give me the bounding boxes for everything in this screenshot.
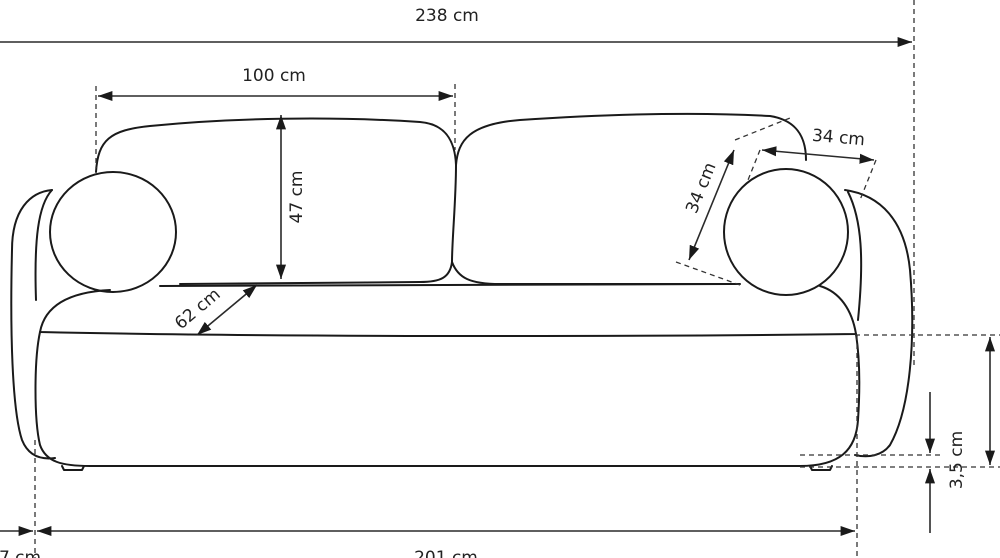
base-width-label: 201 cm [414,548,478,558]
dimension-lines [0,36,996,537]
right-armrest [844,189,914,458]
pillow-width-line [761,146,875,164]
seat-depth-label: 62 cm [171,284,224,333]
back-cushion-right [451,112,807,285]
left-armrest-inner [34,189,53,301]
seat-depth-line [196,284,258,336]
arm-offset-label: 7 cm [0,548,41,558]
right-pillow [723,168,849,296]
sofa-drawing [10,112,914,471]
pillow-height-line [688,149,735,261]
cushion-width-label: 100 cm [242,66,306,86]
total-width-label: 238 cm [415,6,479,26]
right-armrest-inner [847,191,863,321]
back-cushion-left [95,117,457,285]
guide-lines [34,0,1000,558]
cushion-height-label: 47 cm [287,171,307,224]
seat-cushion [39,283,857,337]
sofa-base [34,331,861,467]
left-pillow [49,171,177,293]
pillow-height-label: 34 cm [682,160,720,217]
leg-height-label: 3,5 cm [947,431,967,489]
left-leg [61,465,85,471]
left-armrest [10,189,56,460]
pillow-width-label: 34 cm [811,126,865,151]
right-leg [809,465,833,471]
